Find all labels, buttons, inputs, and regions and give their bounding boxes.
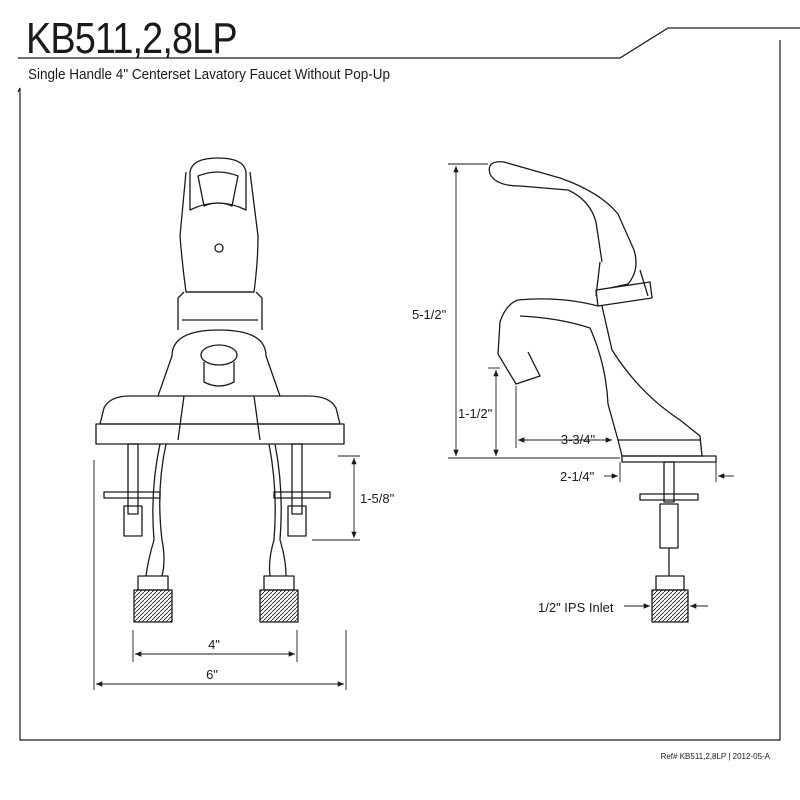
dim-overall-width: 6" — [206, 667, 218, 682]
reference-footer: Ref# KB511,2,8LP | 2012-05-A — [660, 752, 770, 761]
dim-bolt-length: 1-5/8" — [360, 491, 395, 506]
dim-inlet-label: 1/2" IPS Inlet — [538, 600, 614, 615]
front-dimensions — [93, 455, 360, 690]
dim-spout-reach: 3-3/4" — [561, 432, 596, 447]
side-view — [488, 161, 717, 623]
sheet-border — [17, 27, 800, 741]
product-description: Single Handle 4" Centerset Lavatory Fauc… — [28, 66, 390, 83]
dim-center-spacing: 4" — [208, 637, 220, 652]
side-dimensions — [448, 163, 734, 609]
dim-overall-height: 5-1/2" — [412, 307, 447, 322]
front-view — [95, 157, 345, 623]
dim-base-offset: 2-1/4" — [560, 469, 595, 484]
model-number-title: KB511,2,8LP — [26, 14, 238, 63]
dim-spout-height: 1-1/2" — [458, 406, 493, 421]
